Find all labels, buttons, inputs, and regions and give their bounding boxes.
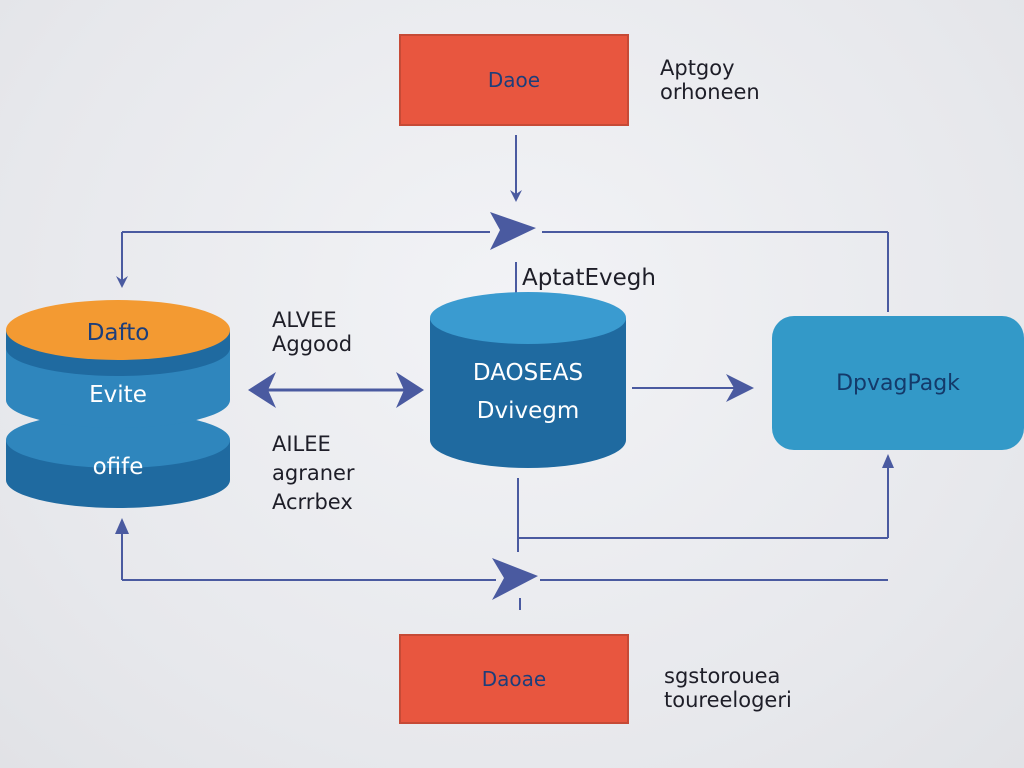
left-lower-label-line2: agraner [272, 461, 355, 485]
center-arrow-label: AptatEvegh [522, 265, 656, 291]
left-stack-top-label: Dafto [86, 320, 150, 346]
left-stacked-database [6, 300, 230, 508]
top-note-line2: orhoneen [660, 80, 760, 104]
right-process-box-label: DpvagPagk [836, 370, 960, 396]
upper-big-arrowhead [490, 212, 536, 250]
right-process-box[interactable]: DpvagPagk [772, 316, 1024, 450]
bottom-red-box-label: Daoae [481, 667, 547, 691]
left-upper-label: ALVEE Aggood [272, 308, 352, 356]
center-db-line1: DAOSEAS [472, 360, 584, 386]
bottom-left-rise-head [115, 518, 129, 534]
bottom-note-line2: toureelogeri [664, 688, 792, 712]
left-lower-label-line3: Acrrbex [272, 490, 353, 514]
center-database-cylinder [430, 292, 626, 468]
lower-right-rise-head [882, 454, 894, 468]
center-to-right-head [726, 374, 754, 402]
top-red-box[interactable]: Daoe [399, 34, 629, 126]
left-stack-middle-label: Evite [89, 382, 147, 408]
top-red-box-label: Daoe [487, 68, 541, 92]
center-db-line2: Dvivegm [476, 398, 580, 424]
top-note: Aptgoy orhoneen [660, 56, 760, 104]
lower-big-arrowhead [492, 558, 538, 600]
bottom-red-box[interactable]: Daoae [399, 634, 629, 724]
left-lower-label: AILEE agraner Acrrbex [272, 430, 355, 517]
top-note-line1: Aptgoy [660, 56, 735, 80]
left-upper-label-line2: Aggood [272, 332, 353, 356]
left-stack-bottom-label: ofife [92, 454, 144, 480]
bottom-note-line1: sgstorouea [664, 664, 781, 688]
bottom-note: sgstorouea toureelogeri [664, 664, 792, 712]
left-lower-label-line1: AILEE [272, 432, 331, 456]
left-upper-label-line1: ALVEE [272, 308, 337, 332]
bidir-left-head [248, 372, 276, 408]
bidir-right-head [396, 372, 424, 408]
